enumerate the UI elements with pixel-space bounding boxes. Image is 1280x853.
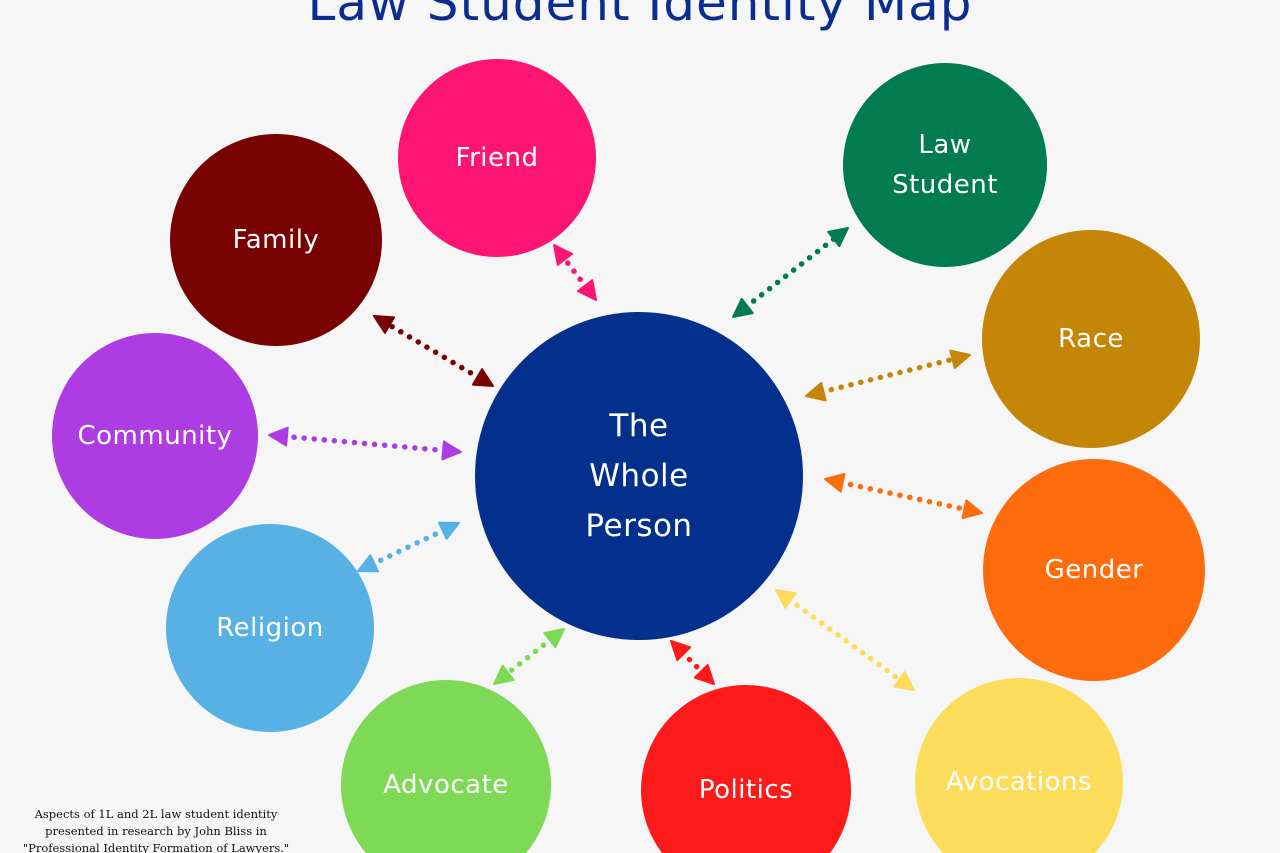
connector-family-dots bbox=[385, 321, 482, 381]
connector-friend-dots bbox=[560, 254, 590, 291]
connector-community bbox=[268, 426, 462, 461]
connector-avocations-head-node bbox=[893, 671, 915, 691]
connector-family bbox=[373, 315, 494, 387]
connector-law-student bbox=[732, 227, 849, 318]
connector-advocate-dots bbox=[503, 636, 555, 677]
connector-religion bbox=[357, 521, 460, 573]
source-caption: Aspects of 1L and 2L law student identit… bbox=[22, 807, 290, 853]
connector-community-dots bbox=[282, 433, 448, 454]
page-title: Law Student Identity Map bbox=[307, 0, 973, 32]
connector-friend-head-node bbox=[553, 244, 574, 266]
connector-gender-dots bbox=[837, 479, 970, 513]
connector-friend-head-center bbox=[576, 279, 597, 301]
connector-religion-head-center bbox=[437, 521, 460, 540]
connector-avocations bbox=[775, 589, 915, 691]
connector-race-head-node bbox=[949, 349, 971, 370]
connector-advocate-head-node bbox=[493, 664, 515, 685]
connector-politics-dots bbox=[679, 649, 706, 676]
node-politics: Politics bbox=[641, 685, 851, 853]
connector-race bbox=[805, 349, 971, 402]
connector-politics bbox=[670, 640, 715, 685]
node-family: Family bbox=[170, 134, 382, 346]
node-advocate: Advocate bbox=[341, 680, 551, 853]
connector-friend bbox=[553, 244, 597, 301]
connector-politics-head-node bbox=[693, 663, 715, 685]
node-law-student: Law Student bbox=[843, 63, 1047, 267]
connector-politics-head-center bbox=[670, 640, 692, 662]
connector-race-head-center bbox=[805, 381, 827, 402]
connector-religion-dots bbox=[369, 527, 448, 567]
center-node: The Whole Person bbox=[475, 312, 803, 640]
connector-gender-head-node bbox=[961, 499, 983, 519]
connector-avocations-head-center bbox=[775, 589, 797, 609]
node-race: Race bbox=[982, 230, 1200, 448]
connector-law-student-head-node bbox=[827, 227, 849, 248]
connector-law-student-dots bbox=[742, 235, 839, 310]
connector-family-head-center bbox=[471, 368, 494, 387]
connector-law-student-head-center bbox=[732, 297, 754, 318]
connector-advocate-head-center bbox=[543, 628, 565, 649]
node-community: Community bbox=[52, 333, 258, 539]
connector-advocate bbox=[493, 628, 565, 685]
connector-religion-head-node bbox=[357, 554, 380, 573]
node-gender: Gender bbox=[983, 459, 1205, 681]
connector-race-dots bbox=[818, 356, 958, 395]
node-avocations: Avocations bbox=[915, 678, 1123, 853]
connector-community-head-node bbox=[268, 426, 289, 447]
node-friend: Friend bbox=[398, 59, 596, 257]
connector-community-head-center bbox=[441, 440, 462, 461]
connector-avocations-dots bbox=[786, 596, 904, 684]
connector-family-head-node bbox=[373, 315, 396, 334]
connector-gender bbox=[824, 473, 983, 519]
node-religion: Religion bbox=[166, 524, 374, 732]
connector-gender-head-center bbox=[824, 473, 846, 493]
